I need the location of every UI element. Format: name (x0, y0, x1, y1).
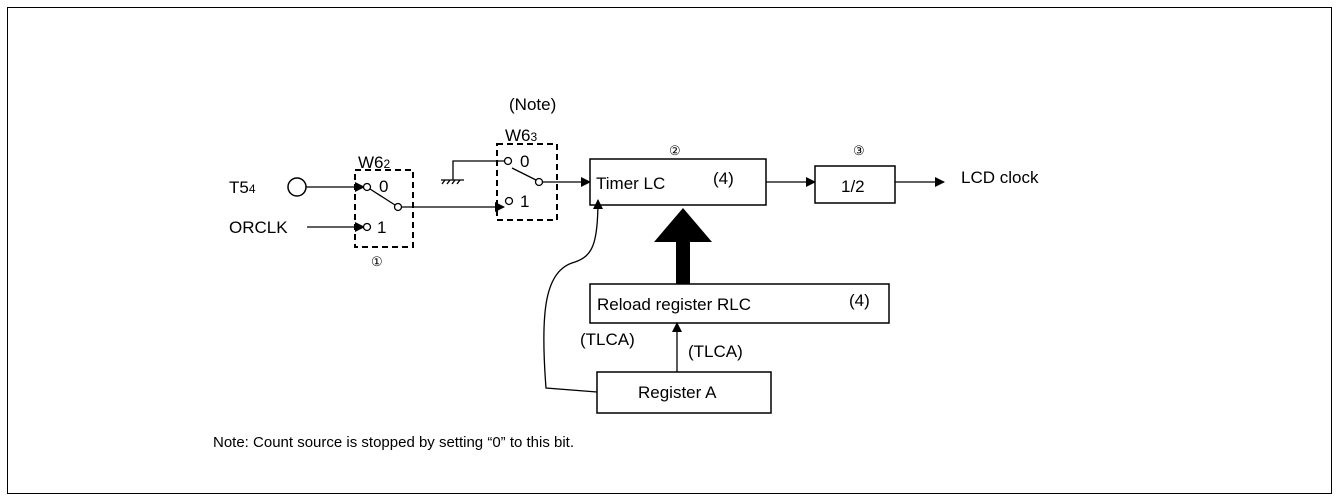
tlca-right-label: (TLCA) (688, 342, 743, 361)
t54-input-label: T54 (229, 178, 256, 197)
timer-lc-block (589, 158, 767, 206)
reload-register-bits: (4) (849, 291, 870, 310)
register-a-block (596, 371, 772, 414)
register-a-label: Register A (638, 383, 717, 402)
switch-w63-contact-1 (504, 196, 514, 206)
switch-w63-lever (511, 167, 537, 181)
switch-w63-label: W63 (505, 126, 538, 145)
note-marker-label: (Note) (509, 95, 556, 114)
switch-w63-contact-0 (503, 156, 513, 166)
switch-w63-pivot (534, 177, 544, 187)
switch-w62-option-1: 1 (377, 218, 386, 237)
switch-w63-box (496, 143, 558, 221)
marker-3: ③ (853, 143, 865, 158)
reload-to-timer-big-arrow (654, 208, 712, 284)
reload-register-label: Reload register RLC (597, 295, 751, 314)
footnote: Note: Count source is stopped by setting… (213, 434, 574, 451)
switch-w62-contact-1 (362, 222, 372, 232)
marker-2: ② (669, 143, 681, 158)
switch-w62-lever (369, 188, 396, 206)
switch-w62-box (354, 169, 414, 248)
orclk-input-label: ORCLK (229, 218, 288, 237)
switch-w62-contact-0 (362, 182, 372, 192)
divider-label: 1/2 (841, 177, 865, 196)
lcd-clock-label: LCD clock (961, 168, 1039, 187)
reload-register-block (589, 283, 890, 324)
switch-w62-option-0: 0 (379, 177, 388, 196)
switch-w63-option-1: 1 (520, 192, 529, 211)
register-a-to-timer-curve (543, 199, 603, 393)
ground-icon (441, 160, 504, 185)
tlca-left-label: (TLCA) (580, 330, 635, 349)
t54-pin-circle (287, 177, 307, 197)
switch-w63-option-0: 0 (520, 152, 529, 171)
switch-w62-label: W62 (358, 153, 391, 172)
diagram-frame (7, 7, 1332, 494)
timer-lc-label: Timer LC (596, 174, 665, 193)
timer-lc-bits: (4) (713, 169, 734, 188)
divider-block (814, 165, 896, 204)
switch-w62-pivot (393, 202, 403, 212)
marker-1: ① (371, 254, 383, 269)
